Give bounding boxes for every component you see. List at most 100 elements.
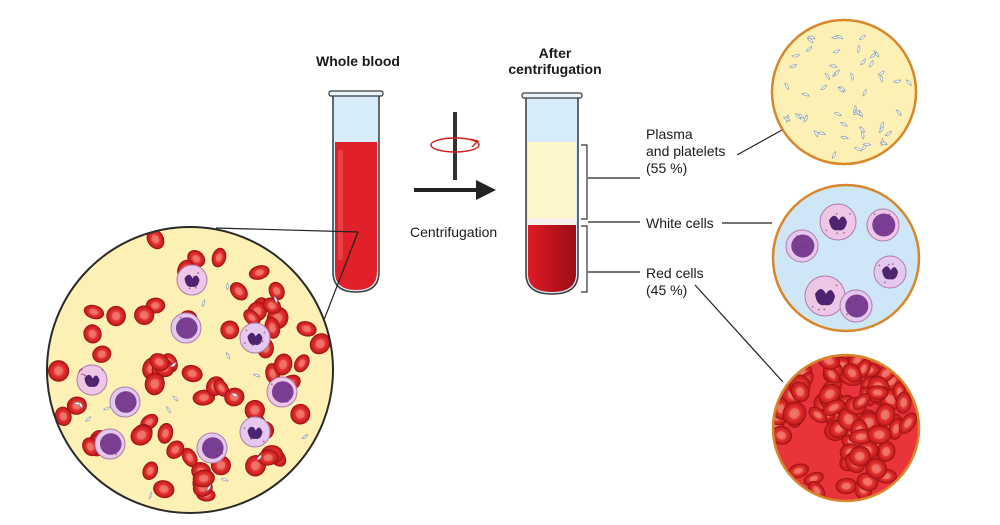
platelet [892, 79, 902, 83]
platelet [784, 82, 789, 91]
plasma-magnification [770, 18, 918, 166]
red-blood-cell [181, 447, 198, 468]
platelet [794, 113, 802, 120]
white-blood-cell [785, 229, 819, 263]
red-blood-cell [835, 477, 858, 495]
platelet [860, 58, 866, 66]
red-blood-cell [898, 412, 918, 434]
platelet [862, 88, 867, 97]
platelet [817, 131, 827, 135]
red-blood-cell [866, 385, 889, 400]
platelet [869, 52, 877, 58]
red-blood-cell [848, 446, 871, 467]
platelet [855, 109, 861, 117]
red-blood-cell [144, 372, 165, 396]
platelet [828, 64, 838, 68]
red-blood-cell [773, 425, 793, 445]
plasma-label-line1: Plasma [646, 126, 693, 142]
white-cell-layer [528, 218, 576, 225]
arrow-right-icon [414, 180, 496, 200]
red-cells-label: Red cells [646, 265, 704, 281]
white-blood-cell [819, 203, 857, 241]
red-blood-cell [224, 387, 245, 407]
platelet [84, 415, 92, 422]
red-blood-cell [290, 403, 311, 425]
platelet [170, 361, 177, 368]
red-blood-cell [244, 399, 265, 421]
rotation-icon [430, 112, 480, 180]
platelet [201, 299, 206, 307]
white-blood-cell [170, 312, 202, 344]
plasma-layer [528, 142, 576, 218]
white-blood-cell [873, 255, 907, 289]
red-blood-cell [192, 389, 216, 406]
platelet [788, 64, 798, 68]
white-cells-label: White cells [646, 215, 714, 231]
platelet [853, 147, 862, 152]
platelet [791, 54, 801, 58]
red-blood-cell [92, 345, 112, 363]
platelet [857, 44, 861, 54]
red-blood-cell [220, 320, 240, 340]
platelet [831, 150, 836, 159]
red-cells-magnification [771, 353, 921, 503]
platelet [833, 69, 840, 76]
white-blood-cell [94, 428, 126, 460]
red-blood-cell [865, 458, 887, 480]
plasma-percent: (55 %) [646, 160, 688, 176]
platelet [879, 121, 884, 130]
platelet [840, 135, 849, 140]
platelet [895, 109, 902, 117]
red-blood-cell [192, 469, 215, 488]
platelet [172, 395, 179, 402]
platelet [102, 406, 111, 411]
red-blood-cell [83, 324, 102, 344]
red-blood-cell [790, 381, 810, 403]
platelet [860, 131, 865, 140]
platelet [832, 49, 841, 54]
plasma-label-line2: and platelets [646, 143, 726, 159]
red-blood-cell [876, 441, 896, 462]
platelet [252, 373, 261, 378]
red-blood-cell [106, 305, 126, 327]
platelet [850, 72, 854, 81]
whole-blood-title: Whole blood [316, 53, 400, 69]
red-blood-cell [130, 424, 153, 446]
red-blood-cell [213, 379, 230, 397]
platelet [225, 352, 230, 360]
centrifuged-tube [521, 92, 588, 295]
red-blood-cell [83, 304, 105, 320]
platelet [879, 74, 884, 83]
red-blood-cell [822, 399, 846, 416]
red-blood-cell [895, 391, 912, 414]
white-blood-cell [109, 386, 141, 418]
red-blood-cell [273, 353, 293, 376]
red-blood-cell [149, 353, 170, 372]
platelet [78, 401, 83, 409]
red-blood-cell [166, 440, 185, 459]
platelet [301, 433, 309, 439]
red-blood-cell [787, 463, 809, 479]
platelet [861, 143, 867, 151]
platelet [839, 122, 848, 127]
centrifugation-label: Centrifugation [410, 224, 498, 240]
red-blood-cell [268, 281, 285, 301]
platelet [805, 45, 813, 52]
platelet [148, 491, 153, 500]
red-cell-layer [528, 225, 576, 292]
platelet [782, 116, 791, 122]
white-cells-magnification [771, 183, 921, 333]
red-blood-cell [47, 360, 70, 382]
red-blood-cell [852, 393, 871, 410]
platelet [869, 59, 874, 68]
platelet [806, 37, 814, 44]
red-cells-percent: (45 %) [646, 282, 688, 298]
platelet [837, 87, 845, 93]
white-blood-cell [76, 364, 108, 396]
red-blood-cell [867, 425, 892, 445]
white-blood-cell [266, 376, 298, 408]
red-blood-cell [229, 282, 248, 301]
white-blood-cell [866, 208, 900, 242]
white-blood-cell [176, 264, 208, 296]
